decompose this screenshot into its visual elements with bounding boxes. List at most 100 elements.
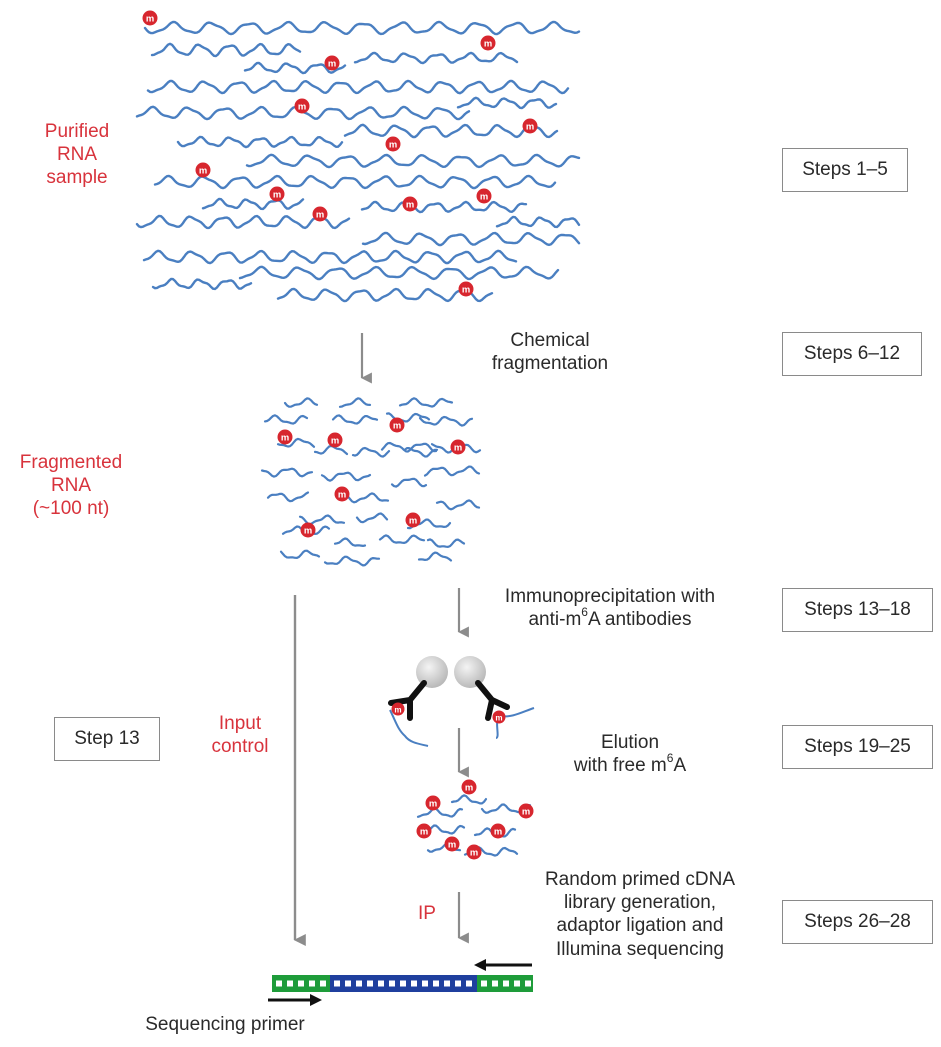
label-line: RNA [50, 475, 92, 497]
base-pair-gap [298, 980, 304, 987]
fragmented-rna-strands [260, 397, 482, 567]
m6a-badge: m [391, 702, 405, 716]
m6a-badge-circle [480, 35, 496, 51]
base-pair-gap [514, 980, 520, 987]
rna-strand [201, 197, 305, 211]
label-line: control [211, 736, 269, 758]
rna-strand [456, 96, 558, 110]
m6a-badge-circle [327, 432, 343, 448]
m6a-badge-circle [402, 196, 418, 212]
m6a-badge-letter: m [273, 188, 281, 199]
magnetic-bead [454, 656, 486, 688]
purified-rna-label: Purified RNA sample [22, 120, 132, 190]
rna-strand [263, 414, 309, 425]
m6a-badge-circle [405, 512, 421, 528]
rna-strand [142, 249, 518, 265]
m6a-badge-letter: m [338, 488, 346, 499]
rna-strand [426, 538, 466, 548]
m6a-badge-circle [450, 439, 466, 455]
rna-strand [423, 465, 481, 477]
magnetic-bead [416, 656, 448, 688]
m6a-badge: m [476, 188, 492, 204]
m6a-badge-letter: m [454, 441, 462, 452]
label-line: sample [46, 167, 108, 189]
base-pair-gap [367, 980, 373, 987]
m6a-badge-circle [416, 823, 432, 839]
m6a-badge-letter: m [281, 431, 289, 442]
rna-strand [135, 214, 351, 230]
superscript: 6 [666, 751, 674, 766]
rna-strand [355, 512, 389, 524]
base-pair-gap [320, 980, 326, 987]
base-pair-gap [287, 980, 293, 987]
m6a-badge-letter: m [146, 12, 154, 23]
m6a-badge-letter: m [484, 37, 492, 48]
m6a-badge-circle [277, 429, 293, 445]
rna-strand [495, 215, 581, 229]
text-part: with free m [573, 755, 667, 777]
rna-strand [151, 277, 253, 291]
m6a-badge-letter: m [495, 713, 502, 722]
m6a-badge: m [492, 710, 506, 724]
m6a-badge-letter: m [316, 208, 324, 219]
m6a-badge: m [402, 196, 418, 212]
base-pair-gap [345, 980, 351, 987]
rna-strand [361, 231, 581, 247]
rna-strand [146, 79, 570, 95]
m6a-badge: m [269, 186, 285, 202]
steps-26-28-box: Steps 26–28 [782, 900, 933, 944]
m6a-badge-letter: m [494, 825, 502, 836]
text-part: A antibodies [587, 609, 692, 631]
m6a-badge-letter: m [420, 825, 428, 836]
m6a-badge-circle [518, 803, 534, 819]
m6a-badge-circle [492, 710, 506, 724]
rna-strand [353, 51, 519, 65]
m6a-badge-circle [476, 188, 492, 204]
m6a-badge: m [277, 429, 293, 445]
base-pair-gap [309, 980, 315, 987]
m6a-badge: m [389, 417, 405, 433]
m6a-badge-circle [195, 162, 211, 178]
m6a-badge-circle [300, 522, 316, 538]
rna-strand [385, 412, 431, 423]
elution-text: Elution with free m6A [550, 731, 710, 777]
text-line: Illumina sequencing [556, 938, 724, 960]
m6a-badge-circle [461, 779, 477, 795]
fragmented-rna-label: Fragmented RNA (~100 nt) [6, 451, 136, 521]
label-line: Input [218, 713, 262, 734]
steps-1-5-box: Steps 1–5 [782, 148, 908, 192]
reverse-primer-arrow [474, 959, 532, 971]
antibody [388, 680, 427, 721]
m6a-badge: m [195, 162, 211, 178]
m6a-badge: m [142, 10, 158, 26]
base-pair-gap [389, 980, 395, 987]
rna-strand [260, 467, 314, 478]
base-pair-gap [334, 980, 340, 987]
m6a-badge-letter: m [470, 846, 478, 857]
text-line: adaptor ligation and [556, 915, 724, 937]
rna-strand [331, 414, 379, 425]
rna-strand [276, 437, 316, 448]
rna-strand [238, 265, 560, 281]
text-line: fragmentation [491, 353, 609, 375]
rna-strand [143, 20, 581, 36]
base-pair-gap [525, 980, 531, 987]
text-part: A [673, 755, 687, 777]
base-pair-gap [400, 980, 406, 987]
m6a-badge-circle [269, 186, 285, 202]
m6a-badge-circle [385, 136, 401, 152]
base-pair-gap [455, 980, 461, 987]
m6a-badge: m [324, 55, 340, 71]
steps-19-25-box: Steps 19–25 [782, 725, 933, 769]
m6a-badge: m [425, 795, 441, 811]
rna-strand [403, 447, 439, 458]
m6a-badge-circle [458, 281, 474, 297]
base-pair-gap [411, 980, 417, 987]
m6a-badge: m [405, 512, 421, 528]
rna-strand [313, 444, 349, 456]
m6a-badge-letter: m [448, 838, 456, 849]
base-pair-gap [422, 980, 428, 987]
steps-6-12-box: Steps 6–12 [782, 332, 922, 376]
step-13-box: Step 13 [54, 717, 160, 761]
m6a-badge: m [518, 803, 534, 819]
